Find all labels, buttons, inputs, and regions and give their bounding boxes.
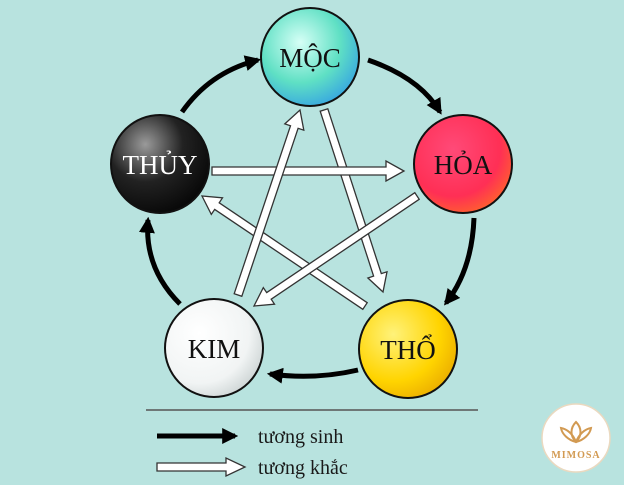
moc-label: MỘC	[279, 43, 341, 73]
hoa-circle	[413, 114, 513, 214]
khac-cycle	[200, 107, 421, 311]
khac-arrow-kim-moc	[233, 108, 305, 298]
khac-arrow-hoa-kim	[252, 191, 421, 307]
legend-khac-label: tương khắc	[258, 457, 348, 479]
tho-label: THỔ	[380, 334, 436, 365]
sinh-cycle	[138, 55, 477, 384]
sinh-arrow-moc-hoa	[367, 57, 443, 115]
node-kim: KIM	[164, 298, 264, 398]
node-tho: THỔ	[358, 299, 458, 399]
moc-circle	[260, 7, 360, 107]
node-hoa: HỎA	[413, 114, 513, 214]
legend-khac: tương khắc	[156, 456, 348, 479]
khac-arrow-moc-tho	[319, 107, 388, 294]
brand-name: MIMOSA	[551, 450, 600, 461]
sinh-arrow-thuy-moc	[179, 55, 262, 114]
kim-circle	[164, 298, 264, 398]
sinh-arrow-hoa-tho	[444, 217, 477, 306]
node-thuy: THỦY	[110, 114, 210, 214]
brand-badge: MIMOSA	[541, 403, 611, 473]
kim-label: KIM	[188, 334, 241, 364]
legend-sinh-label: tương sinh	[258, 426, 343, 448]
sinh-arrow-tho-kim	[266, 367, 359, 384]
legend-sinh: tương sinh	[157, 426, 343, 448]
thuy-label: THỦY	[123, 150, 198, 180]
khac-arrow-tho-thuy	[200, 195, 369, 311]
lotus-icon	[559, 420, 593, 444]
sinh-arrow-kim-thuy	[138, 216, 182, 306]
thuy-circle	[110, 114, 210, 214]
hoa-label: HỎA	[434, 150, 493, 180]
khac-arrow-thuy-hoa	[211, 159, 406, 183]
legend-khac-arrow	[156, 456, 247, 478]
tho-circle	[358, 299, 458, 399]
brand-badge-circle	[541, 403, 611, 473]
node-moc: MỘC	[260, 7, 360, 107]
